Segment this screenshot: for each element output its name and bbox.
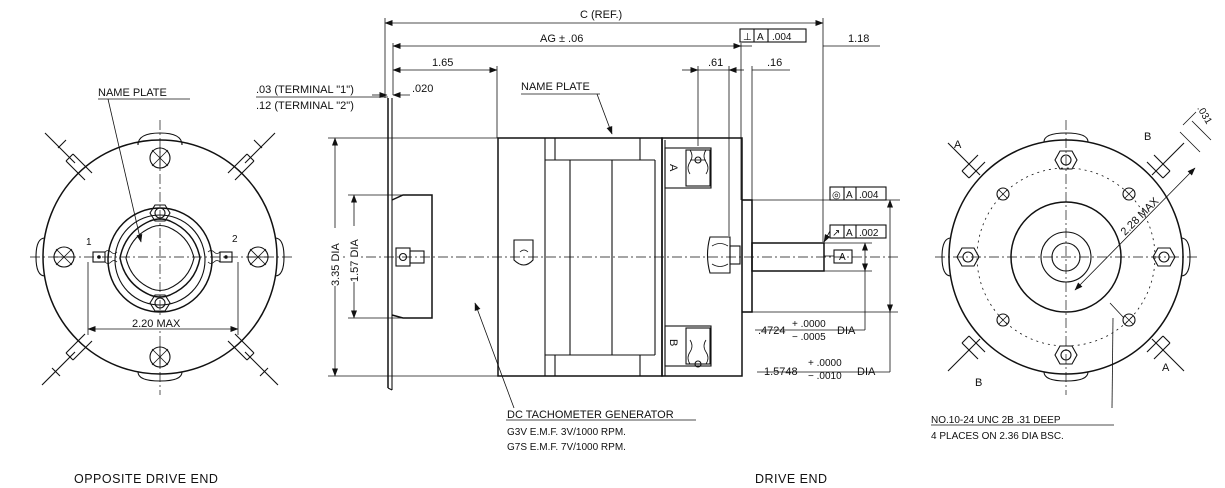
thread-note-line1: NO.10-24 UNC 2B .31 DEEP <box>931 415 1061 426</box>
drive-a-upper: A <box>954 139 962 151</box>
terminal-2-number: 2 <box>232 234 238 245</box>
terminal-1-number: 1 <box>86 237 92 248</box>
dim-0-031: .031 <box>1194 104 1213 127</box>
svg-text:.004: .004 <box>772 32 792 43</box>
dim-1-57-dia: 1.57 DIA <box>349 239 361 282</box>
shaft-dia-tol-plus: + .0000 <box>792 319 826 330</box>
hex-nut-west-icon <box>956 247 980 267</box>
pilot-dia-tol-minus: − .0010 <box>808 371 842 382</box>
thread-note-line2: 4 PLACES ON 2.36 DIA BSC. <box>931 431 1064 442</box>
name-plate-label-left: NAME PLATE <box>98 87 167 99</box>
view-title-opposite-drive-end: OPPOSITE DRIVE END <box>74 472 218 486</box>
tach-g3v: G3V E.M.F. 3V/1000 RPM. <box>507 427 626 438</box>
concentricity-frame: ◎ A .004 <box>829 186 887 201</box>
dim-0-020: .020 <box>412 83 433 95</box>
view-title-drive-end: DRIVE END <box>755 472 828 486</box>
pilot-dia-suffix: DIA <box>857 366 876 378</box>
hex-nut-north-icon <box>1054 150 1078 170</box>
dim-1-65: 1.65 <box>432 57 453 69</box>
terminal-1-note: .03 (TERMINAL "1") <box>256 84 354 96</box>
drive-b-upper: B <box>1144 131 1151 143</box>
datum-a-label: A <box>667 164 679 172</box>
tach-terminal-icon <box>395 247 425 267</box>
brush-cap-b-icon <box>664 325 712 368</box>
terminal-2-note: .12 (TERMINAL "2") <box>256 100 354 112</box>
screw-right-icon <box>247 246 269 268</box>
dim-c-ref: C (REF.) <box>580 9 622 21</box>
drive-a-lower: A <box>1162 362 1170 374</box>
tapped-hole-se-icon <box>1122 313 1136 327</box>
pilot-dia-value: 1.5748 <box>764 366 798 378</box>
terminal-2-icon <box>207 250 233 264</box>
brush-cap-a-icon <box>664 147 712 189</box>
pilot-dia-tol-plus: + .0000 <box>808 358 842 369</box>
name-plate-label-side: NAME PLATE <box>521 81 590 93</box>
hex-nut-bottom-icon <box>149 294 171 312</box>
svg-text:↗: ↗ <box>832 228 840 239</box>
svg-text:A: A <box>757 32 764 43</box>
dim-1-18: 1.18 <box>848 33 869 45</box>
shaft-dia-suffix: DIA <box>837 325 856 337</box>
svg-text:A: A <box>846 190 853 201</box>
dim-2-28-max: 2.28 MAX <box>1119 195 1162 238</box>
svg-text:A: A <box>846 228 853 239</box>
drive-end-view: A B B A 2.28 MAX .031 NO.10-24 UNC 2B .3… <box>931 104 1214 442</box>
screw-left-icon <box>53 246 75 268</box>
terminal-1-icon <box>92 250 118 264</box>
perpendicularity-frame: ⊥ A .004 <box>739 28 807 43</box>
svg-text:.002: .002 <box>859 228 879 239</box>
svg-text:⊥: ⊥ <box>743 32 752 43</box>
svg-text:.004: .004 <box>859 190 879 201</box>
dim-0-16: .16 <box>767 57 782 69</box>
screw-bottom-icon <box>149 346 171 368</box>
screw-top-icon <box>149 147 171 169</box>
dim-0-61: .61 <box>708 57 723 69</box>
runout-frame: ↗ A .002 <box>829 224 887 239</box>
drive-b-lower: B <box>975 377 982 389</box>
side-view: A B A C (REF.) <box>256 8 900 486</box>
tach-g7s: G7S E.M.F. 7V/1000 RPM. <box>507 442 626 453</box>
tapped-hole-sw-icon <box>996 313 1010 327</box>
hex-nut-top-icon <box>149 204 171 222</box>
dim-3-35-dia: 3.35 DIA <box>330 243 342 286</box>
shaft-dia-tol-minus: − .0005 <box>792 332 826 343</box>
tach-title: DC TACHOMETER GENERATOR <box>507 409 674 421</box>
datum-b-label: B <box>667 339 679 346</box>
dim-2-20-max: 2.20 MAX <box>132 318 181 330</box>
dim-ag: AG ± .06 <box>540 33 583 45</box>
datum-a-shaft: A <box>839 252 846 263</box>
shaft-dia-value: .4724 <box>758 325 786 337</box>
tapped-hole-ne-icon <box>1122 187 1136 201</box>
opposite-drive-end-view: 1 2 2.20 MAX NAME PLATE OPPOSITE DRIVE E… <box>30 87 295 486</box>
svg-text:◎: ◎ <box>832 190 841 201</box>
